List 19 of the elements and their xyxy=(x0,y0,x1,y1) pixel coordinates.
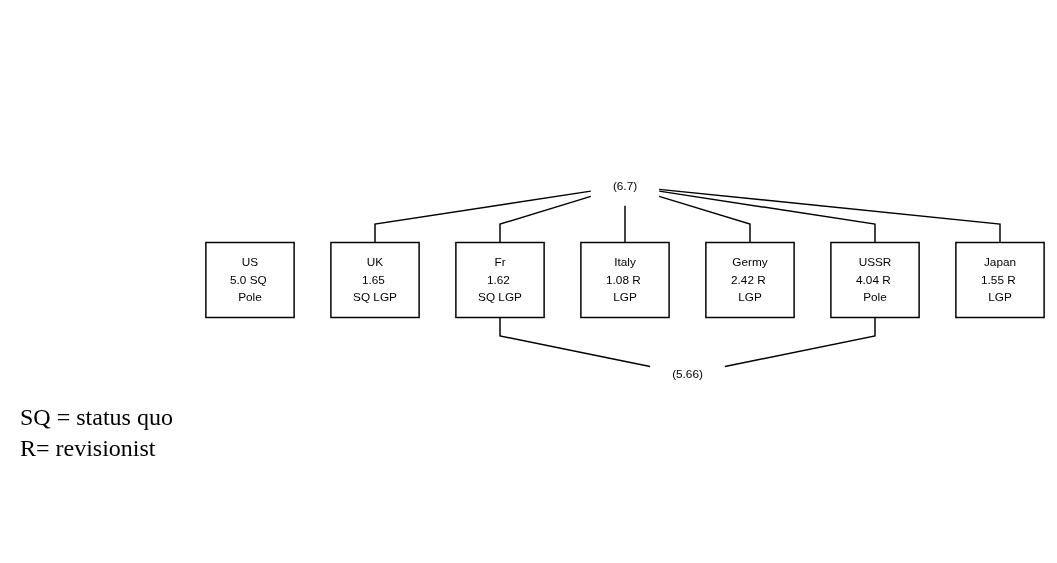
node-box: Fr 1.62 SQ LGP xyxy=(455,241,545,319)
node-text: (6.7) xyxy=(612,179,638,192)
connector xyxy=(499,195,592,244)
connector xyxy=(658,195,751,244)
legend-note: SQ = status quo xyxy=(20,404,173,431)
node-text: (5.66) xyxy=(672,367,703,380)
node-box: Germy 2.42 R LGP xyxy=(705,241,795,319)
connector xyxy=(374,190,592,244)
node-box: Japan 1.55 R LGP xyxy=(955,241,1045,319)
node-box: Italy 1.08 R LGP xyxy=(580,241,670,319)
legend-note: R= revisionist xyxy=(20,435,157,462)
connector xyxy=(724,316,876,368)
connector xyxy=(624,205,626,244)
connector xyxy=(658,188,1001,244)
node-box: USSR 4.04 R Pole xyxy=(830,241,920,319)
node-box: US 5.0 SQ Pole xyxy=(205,241,295,319)
connector xyxy=(499,316,651,368)
connector xyxy=(658,190,876,244)
node-box: UK 1.65 SQ LGP xyxy=(330,241,420,319)
